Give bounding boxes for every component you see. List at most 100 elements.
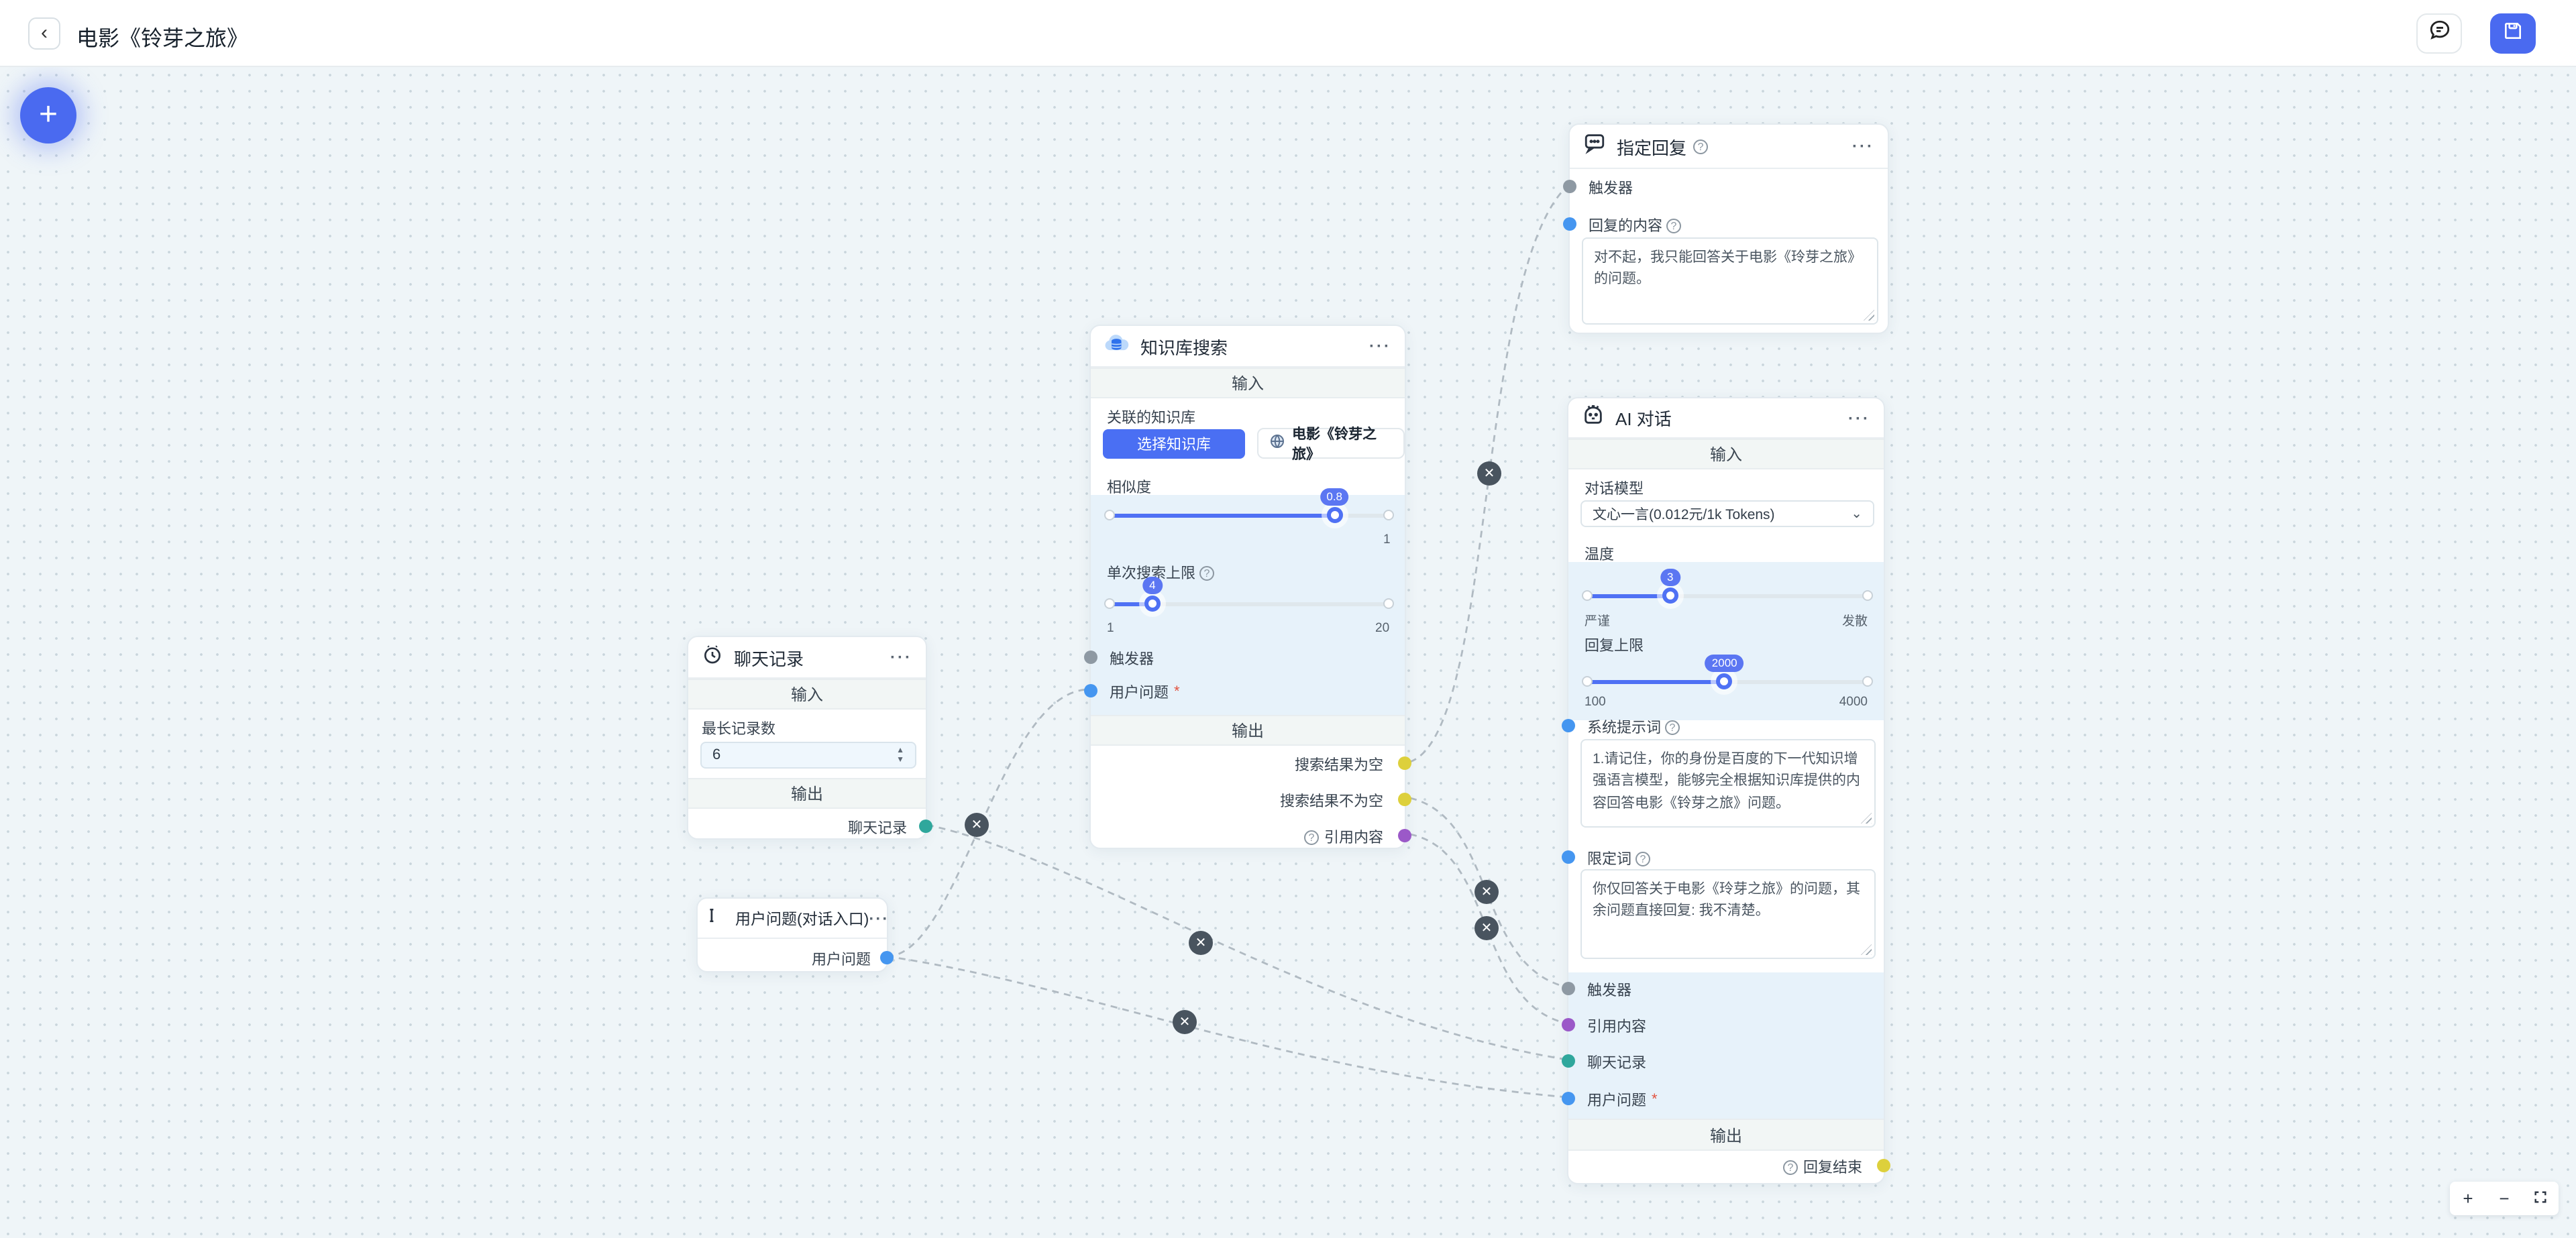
search-limit-slider-thumb[interactable] <box>1144 596 1161 612</box>
citation-input-label: 引用内容 <box>1587 1019 1646 1035</box>
topbar: ‹ 电影《铃芽之旅》 <box>0 0 2576 67</box>
node-header[interactable]: 知识库搜索 ··· <box>1091 326 1405 368</box>
similarity-value-badge: 0.8 <box>1320 488 1350 506</box>
help-icon[interactable]: ? <box>1666 218 1681 233</box>
node-title: 指定回复 <box>1617 137 1687 158</box>
max-records-input[interactable]: 6 ▲▼ <box>700 742 916 769</box>
port-search-empty-out[interactable] <box>1398 756 1411 770</box>
chat-preview-button[interactable] <box>2416 13 2462 54</box>
select-kb-button[interactable]: 选择知识库 <box>1103 429 1245 459</box>
delete-edge-icon[interactable]: ✕ <box>1173 1010 1197 1034</box>
node-user-entry[interactable]: 用户问题(对话入口) ··· 用户问题 <box>696 897 894 972</box>
node-ai-chat[interactable]: AI 对话 ··· 输入 对话模型 文心一言(0.012元/1k Tokens)… <box>1562 397 1890 1184</box>
more-menu-icon[interactable]: ··· <box>890 648 912 667</box>
node-title: 聊天记录 <box>734 649 804 669</box>
port-qualifier-in[interactable] <box>1562 850 1575 864</box>
kb-chip[interactable]: 电影《铃芽之旅》 <box>1257 426 1405 462</box>
delete-edge-icon[interactable]: ✕ <box>1474 916 1499 940</box>
trigger-input-label: 触发器 <box>1110 652 1154 668</box>
delete-edge-icon[interactable]: ✕ <box>1474 880 1499 904</box>
chat-bubble-icon <box>2428 19 2451 48</box>
search-limit-min: 1 <box>1107 621 1114 636</box>
temperature-slider-thumb[interactable] <box>1662 587 1678 604</box>
node-header[interactable]: 用户问题(对话入口) ··· <box>698 899 890 939</box>
qualifier-textarea[interactable]: 你仅回答关于电影《玲芽之旅》的问题，其余问题直接回复: 我不清楚。 <box>1580 869 1876 959</box>
model-select[interactable]: 文心一言(0.012元/1k Tokens) ⌄ <box>1580 500 1874 527</box>
kb-chip-label: 电影《铃芽之旅》 <box>1292 426 1377 462</box>
port-reply-content-in[interactable] <box>1563 217 1576 231</box>
similarity-slider-thumb[interactable] <box>1326 507 1343 523</box>
delete-edge-icon[interactable]: ✕ <box>1477 461 1501 486</box>
back-button[interactable]: ‹ <box>28 17 60 50</box>
input-section-header: 输入 <box>688 679 926 710</box>
help-icon[interactable]: ? <box>1304 830 1319 844</box>
temperature-slider[interactable]: 3 <box>1582 569 1873 605</box>
globe-icon <box>1269 433 1285 453</box>
input-section-header: 输入 <box>1091 368 1405 398</box>
delete-edge-icon[interactable]: ✕ <box>965 813 989 837</box>
port-history-in[interactable] <box>1562 1054 1575 1068</box>
node-title: AI 对话 <box>1615 409 1672 429</box>
port-user-question-out[interactable] <box>880 951 894 964</box>
more-menu-icon[interactable]: ··· <box>1852 137 1874 156</box>
more-menu-icon[interactable]: ··· <box>1369 337 1391 355</box>
port-user-question-in[interactable] <box>1562 1092 1575 1105</box>
port-system-prompt-in[interactable] <box>1562 719 1575 732</box>
temperature-value-badge: 3 <box>1660 569 1680 586</box>
node-header[interactable]: 聊天记录 ··· <box>688 637 926 679</box>
node-header[interactable]: 指定回复 ? ··· <box>1570 125 1888 169</box>
kb-label: 关联的知识库 <box>1107 410 1195 427</box>
reply-limit-slider-thumb[interactable] <box>1716 673 1733 689</box>
zoom-in-icon[interactable]: + <box>2463 1188 2473 1208</box>
delete-edge-icon[interactable]: ✕ <box>1189 931 1213 955</box>
port-citation-in[interactable] <box>1562 1018 1575 1031</box>
help-icon[interactable]: ? <box>1693 139 1709 154</box>
search-limit-max: 20 <box>1375 621 1390 636</box>
number-stepper[interactable]: ▲▼ <box>896 746 904 764</box>
more-menu-icon[interactable]: ··· <box>1848 408 1870 427</box>
port-chat-history-out[interactable] <box>919 820 932 833</box>
help-icon[interactable]: ? <box>1665 720 1680 734</box>
node-header[interactable]: AI 对话 ··· <box>1568 398 1884 439</box>
ai-inputs-section <box>1568 972 1884 1119</box>
node-kb-search[interactable]: 知识库搜索 ··· 输入 关联的知识库 选择知识库 电影《铃芽之旅》 相似度 0… <box>1084 325 1411 849</box>
clock-icon <box>702 643 723 671</box>
reply-bubble-icon <box>1583 131 1606 161</box>
reply-content-textarea[interactable]: 对不起，我只能回答关于电影《玲芽之旅》的问题。 <box>1582 237 1878 325</box>
output-not-empty-label: 搜索结果不为空 <box>1280 794 1383 810</box>
add-node-button[interactable]: + <box>20 87 76 144</box>
port-citation-out[interactable] <box>1398 829 1411 842</box>
trigger-input-label: 触发器 <box>1589 181 1633 197</box>
output-section-header: 输出 <box>1568 1119 1884 1151</box>
reply-limit-slider[interactable]: 2000 <box>1582 655 1873 691</box>
zoom-out-icon[interactable]: − <box>2499 1188 2510 1208</box>
help-icon[interactable]: ? <box>1635 851 1650 866</box>
system-prompt-textarea[interactable]: 1.请记住，你的身份是百度的下一代知识增强语言模型，能够完全根据知识库提供的内容… <box>1580 739 1876 828</box>
help-icon[interactable]: ? <box>1199 565 1214 580</box>
port-trigger-in[interactable] <box>1084 651 1097 664</box>
user-question-input-label: 用户问题* <box>1110 684 1180 701</box>
port-search-not-empty-out[interactable] <box>1398 793 1411 806</box>
node-fixed-reply[interactable]: 指定回复 ? ··· 触发器 回复的内容? 对不起，我只能回答关于电影《玲芽之旅… <box>1563 123 1889 334</box>
user-question-input-label: 用户问题* <box>1587 1092 1658 1109</box>
port-trigger-in[interactable] <box>1563 180 1576 193</box>
similarity-max: 1 <box>1383 532 1391 547</box>
chevron-down-icon: ⌄ <box>1851 506 1862 521</box>
search-limit-slider[interactable]: 4 <box>1104 577 1394 613</box>
model-label: 对话模型 <box>1585 482 1644 498</box>
system-prompt-label: 系统提示词? <box>1587 716 1680 738</box>
temperature-max: 发散 <box>1841 614 1868 629</box>
help-icon[interactable]: ? <box>1783 1160 1798 1174</box>
port-user-question-in[interactable] <box>1084 684 1097 697</box>
model-select-value: 文心一言(0.012元/1k Tokens) <box>1593 506 1775 522</box>
trigger-input-label: 触发器 <box>1587 983 1631 999</box>
node-chat-history[interactable]: 聊天记录 ··· 输入 最长记录数 6 ▲▼ 输出 聊天记录 <box>687 636 932 840</box>
similarity-slider[interactable]: 0.8 <box>1104 488 1394 524</box>
fit-view-icon[interactable] <box>2527 1182 2554 1215</box>
port-reply-end-out[interactable] <box>1877 1159 1890 1172</box>
port-trigger-in[interactable] <box>1562 982 1575 995</box>
save-button[interactable] <box>2490 13 2536 54</box>
more-menu-icon[interactable]: ··· <box>869 909 890 927</box>
similarity-label: 相似度 <box>1107 480 1151 496</box>
